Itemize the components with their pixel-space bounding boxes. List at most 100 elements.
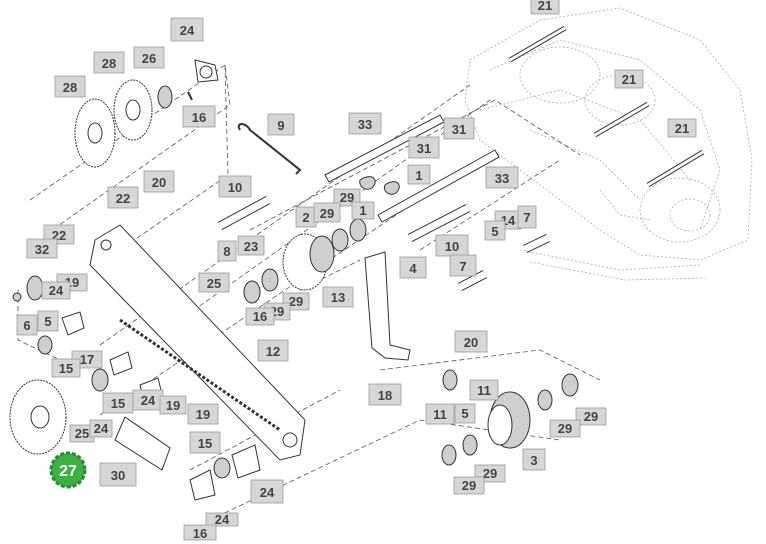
- callout-7: 7: [449, 254, 477, 277]
- rod-21-set: [508, 25, 705, 188]
- svg-text:3: 3: [530, 453, 537, 468]
- callout-28: 28: [54, 75, 86, 98]
- svg-text:19: 19: [166, 398, 180, 413]
- svg-text:1: 1: [415, 168, 422, 183]
- svg-text:21: 21: [675, 121, 689, 136]
- pulley-3: [441, 369, 579, 466]
- svg-text:17: 17: [80, 352, 94, 367]
- callout-16: 16: [182, 105, 216, 128]
- side-plate-12: [89, 224, 306, 461]
- callout-31: 31: [443, 117, 475, 140]
- callout-11: 11: [469, 379, 499, 401]
- svg-text:29: 29: [584, 409, 598, 424]
- svg-text:33: 33: [495, 171, 509, 186]
- side-plate-holes: [100, 239, 298, 448]
- svg-text:32: 32: [35, 242, 49, 257]
- callout-4: 4: [399, 256, 427, 279]
- lower-bearings: [189, 444, 261, 501]
- callout-24: 24: [170, 17, 204, 42]
- svg-text:4: 4: [409, 261, 417, 276]
- callout-30: 30: [99, 462, 137, 487]
- callout-25: 25: [198, 272, 230, 293]
- svg-text:15: 15: [198, 436, 212, 451]
- callout-33: 33: [348, 112, 382, 135]
- svg-text:24: 24: [49, 283, 64, 298]
- callout-12: 12: [257, 339, 289, 362]
- callout-20: 20: [143, 170, 175, 193]
- gear-2: [243, 218, 367, 304]
- callout-31: 31: [408, 136, 440, 159]
- callout-5: 5: [454, 403, 476, 424]
- svg-text:33: 33: [358, 117, 372, 132]
- svg-text:19: 19: [196, 407, 210, 422]
- callout-23: 23: [237, 235, 265, 256]
- callout-21-c: 21: [667, 118, 697, 138]
- svg-text:15: 15: [59, 361, 73, 376]
- callout-8: 8: [217, 240, 237, 262]
- callout-15: 15: [189, 431, 221, 454]
- machine-housing: [464, 7, 753, 281]
- svg-text:20: 20: [464, 335, 478, 350]
- svg-text:22: 22: [116, 191, 130, 206]
- callout-9: 9: [267, 113, 295, 136]
- callout-21-b: 21: [614, 69, 644, 89]
- callout-10: 10: [435, 234, 469, 257]
- svg-text:23: 23: [244, 239, 258, 254]
- callout-29: 29: [313, 202, 341, 223]
- callout-33: 33: [485, 166, 519, 189]
- svg-text:31: 31: [417, 141, 431, 156]
- callout-24: 24: [41, 281, 71, 300]
- spring-9: [237, 123, 302, 175]
- svg-text:29: 29: [558, 421, 572, 436]
- svg-text:13: 13: [331, 290, 345, 305]
- svg-text:27: 27: [59, 463, 77, 480]
- callout-22: 22: [107, 186, 139, 209]
- upper-sprocket-group: [74, 59, 219, 168]
- svg-text:29: 29: [320, 206, 334, 221]
- callout-2: 2: [295, 206, 317, 228]
- svg-text:25: 25: [75, 426, 89, 441]
- svg-text:10: 10: [228, 180, 242, 195]
- svg-text:26: 26: [142, 51, 156, 66]
- svg-text:21: 21: [622, 72, 636, 87]
- svg-text:25: 25: [207, 276, 221, 291]
- svg-text:12: 12: [266, 344, 280, 359]
- svg-text:21: 21: [538, 0, 552, 13]
- callout-13: 13: [322, 286, 354, 308]
- svg-text:29: 29: [462, 478, 476, 493]
- svg-text:9: 9: [277, 118, 284, 133]
- svg-text:31: 31: [452, 122, 466, 137]
- sprocket-27: [9, 379, 67, 455]
- svg-text:24: 24: [94, 421, 109, 436]
- callout-25: 25: [69, 424, 95, 443]
- callout-21-a: 21: [530, 0, 560, 15]
- callout-29: 29: [549, 419, 581, 438]
- callout-7: 7: [517, 205, 537, 229]
- callout-26: 26: [133, 46, 165, 69]
- callout-11: 11: [425, 403, 455, 425]
- svg-text:29: 29: [289, 294, 303, 309]
- svg-text:28: 28: [102, 56, 116, 71]
- svg-text:29: 29: [340, 190, 354, 205]
- svg-text:16: 16: [192, 110, 206, 125]
- svg-text:20: 20: [152, 175, 166, 190]
- svg-text:28: 28: [63, 80, 77, 95]
- svg-text:8: 8: [223, 244, 230, 259]
- svg-text:5: 5: [44, 314, 51, 329]
- callout-20: 20: [454, 330, 488, 353]
- svg-text:16: 16: [253, 309, 267, 324]
- callout-10: 10: [218, 175, 252, 198]
- svg-text:7: 7: [459, 259, 466, 274]
- callout-19: 19: [187, 403, 219, 425]
- svg-text:24: 24: [141, 393, 156, 408]
- callout-24: 24: [250, 479, 284, 504]
- svg-text:10: 10: [445, 239, 459, 254]
- svg-text:24: 24: [180, 23, 195, 38]
- svg-text:29: 29: [483, 466, 497, 481]
- highlighted-callout-27[interactable]: 27: [49, 451, 87, 489]
- callout-3: 3: [522, 448, 546, 471]
- callout-1: 1: [407, 164, 431, 185]
- callout-5: 5: [484, 220, 506, 241]
- callout-29: 29: [575, 407, 607, 426]
